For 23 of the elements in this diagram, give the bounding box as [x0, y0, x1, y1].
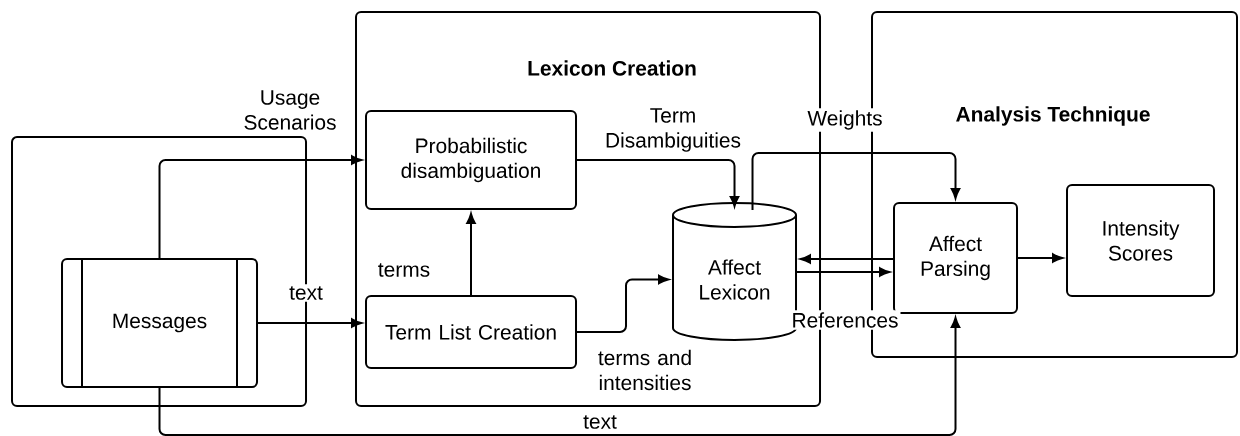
edge-label: Usage Scenarios [238, 88, 342, 132]
edge-label: terms [378, 263, 430, 277]
arrow [796, 267, 891, 277]
arrow [1017, 253, 1064, 263]
arrow [576, 159, 740, 208]
arrow [158, 316, 961, 436]
edge-label: text [287, 284, 325, 302]
arrow [158, 155, 363, 259]
edge-label: Term Disambiguities [601, 106, 745, 154]
arrow [576, 274, 670, 333]
edge-label: References [789, 310, 901, 330]
arrow [751, 152, 961, 211]
process-box: Probabilistic disambiguation [365, 110, 577, 210]
edge-label: Weights [805, 108, 885, 132]
edge-label: text [583, 415, 617, 429]
arrow [799, 254, 894, 264]
process-box: Affect Parsing [893, 202, 1018, 314]
data-store-box: Messages [61, 258, 258, 388]
process-box: Term List Creation [365, 295, 577, 369]
arrow [466, 212, 476, 296]
edge-label: terms and intensities [598, 349, 691, 391]
process-box: Intensity Scores [1066, 184, 1215, 297]
arrow [257, 318, 363, 328]
